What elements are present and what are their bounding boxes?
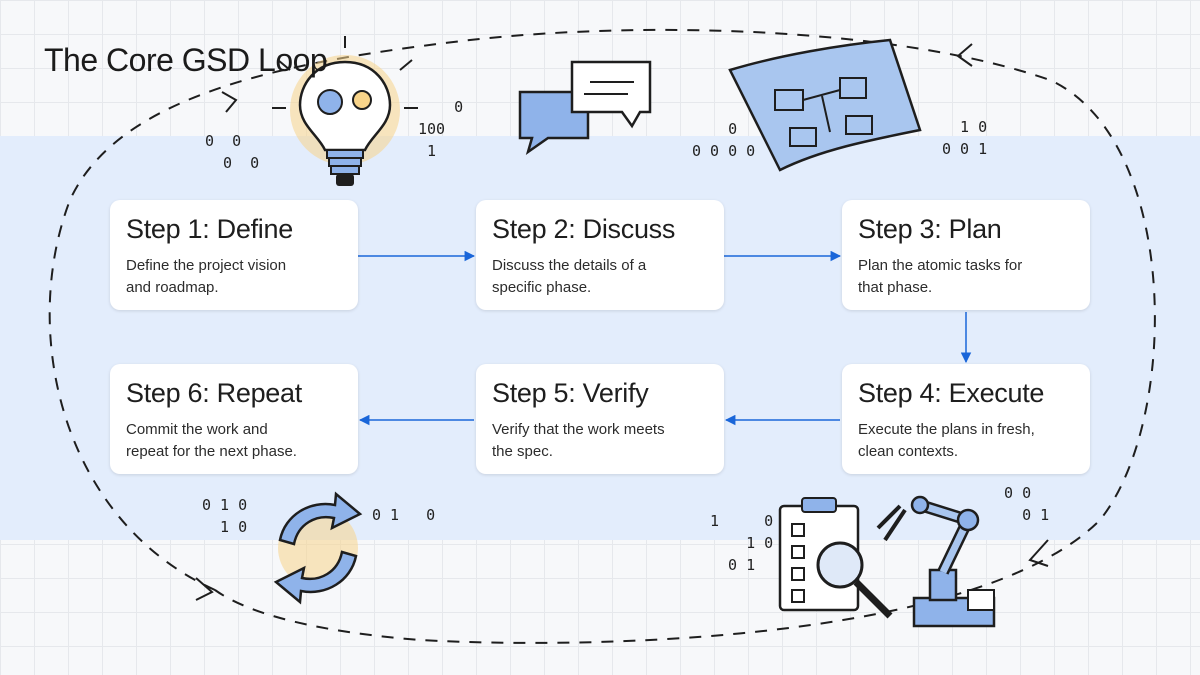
- binary-digits: 0 0 0 0 0: [692, 120, 756, 160]
- step-title: Step 6: Repeat: [126, 378, 302, 408]
- step-card-4: Step 4: Execute Execute the plans in fre…: [842, 364, 1090, 474]
- binary-digits: 1 0 1 0 0 1: [710, 512, 774, 574]
- step-title: Step 4: Execute: [858, 378, 1045, 408]
- loop-chevron-top-right: [956, 43, 973, 67]
- step-card-1: Step 1: Define Define the project vision…: [110, 200, 358, 310]
- step-title: Step 5: Verify: [492, 378, 649, 408]
- blueprint-scroll-icon: [728, 38, 922, 172]
- loop-chevron-bottom-left: [195, 577, 214, 601]
- binary-digits: 1 0 0 0 1: [942, 118, 988, 158]
- clipboard-checklist-icon: [778, 497, 893, 619]
- step-description: Execute the plans in fresh,clean context…: [858, 421, 1035, 460]
- loop-chevron-bottom-right: [1028, 539, 1049, 567]
- step-title: Step 2: Discuss: [492, 214, 676, 244]
- chat-bubbles-icon: [518, 60, 652, 156]
- refresh-cycle-icon: [273, 491, 363, 605]
- binary-digits: 0 0 0 0: [205, 132, 260, 172]
- binary-digits: 0 1 0 1 0: [202, 496, 248, 536]
- step-title: Step 1: Define: [126, 214, 293, 244]
- binary-digits: 0 0 0 1: [1004, 484, 1050, 524]
- step-card-2: Step 2: Discuss Discuss the details of a…: [476, 200, 724, 310]
- binary-digits: 0 1 0: [372, 506, 436, 524]
- page-title: The Core GSD Loop: [44, 42, 328, 78]
- loop-dashed-path: [48, 28, 1156, 644]
- binary-digits: 0 100 1: [418, 98, 464, 160]
- lightbulb-icon: [272, 36, 418, 186]
- loop-chevron-top-left: [221, 91, 238, 113]
- step-title: Step 3: Plan: [858, 214, 1002, 244]
- step-card-5: Step 5: Verify Verify that the work meet…: [476, 364, 724, 474]
- robot-arm-icon: [876, 495, 996, 628]
